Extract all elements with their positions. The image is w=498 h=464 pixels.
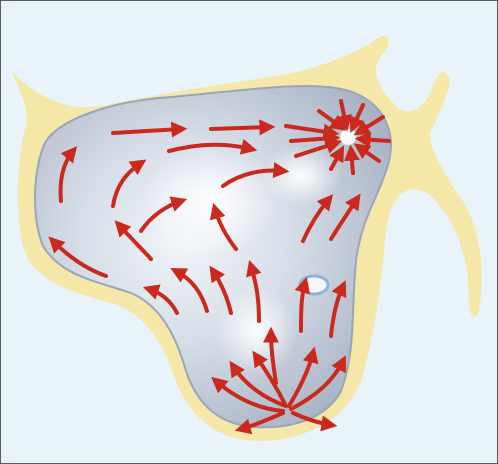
flow-arrow-icon	[211, 127, 269, 129]
flow-arrow-icon	[351, 151, 353, 173]
cavity-highlight	[141, 146, 281, 256]
convergence-point-icon	[340, 129, 356, 145]
flow-arrow-icon	[361, 139, 389, 141]
inner-cavity	[35, 86, 391, 427]
